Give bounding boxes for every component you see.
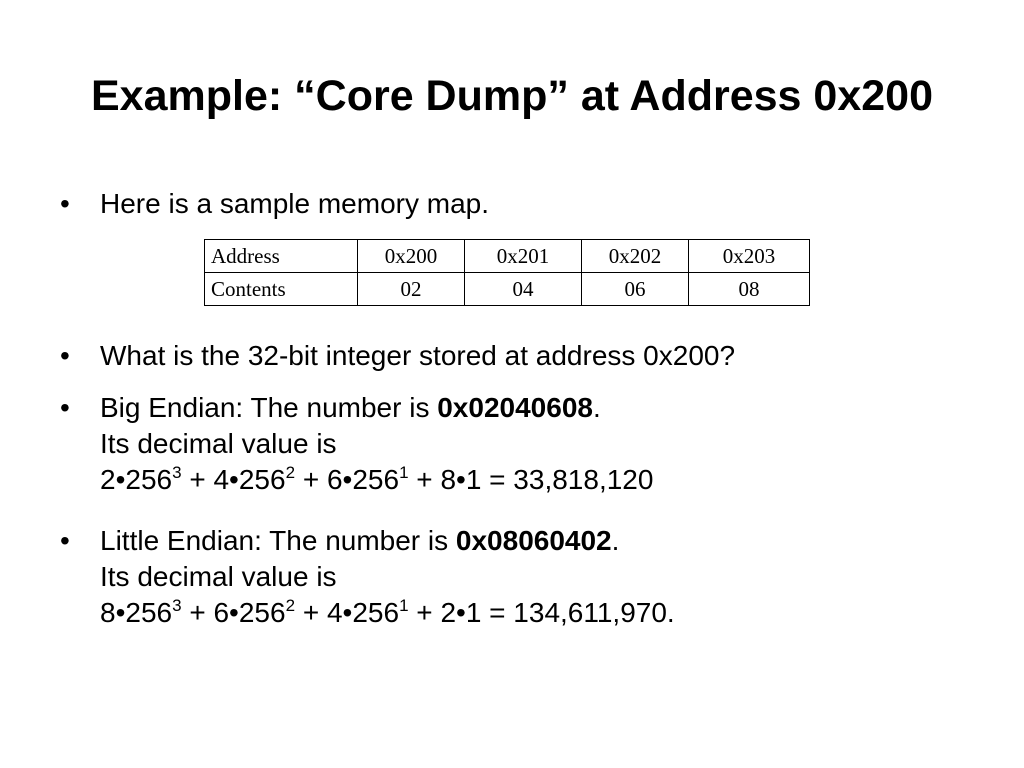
bullet-point: •: [60, 392, 70, 423]
bullet-text: Big Endian: The number is: [100, 392, 438, 423]
equation-term: 8•256: [100, 597, 173, 628]
table-cell: 08: [688, 272, 810, 306]
bullet-text: What is the 32-bit integer stored at add…: [100, 340, 736, 371]
equation-exponent: 1: [399, 463, 409, 482]
bullet-text: Little Endian: The number is: [100, 525, 456, 556]
bullet-text: Here is a sample memory map.: [100, 188, 490, 219]
bullet-sample-memory-map: • Here is a sample memory map.: [60, 186, 490, 222]
table-row-header: Contents: [204, 272, 358, 306]
equation-term: 2•256: [100, 464, 173, 495]
table-row-header: Address: [204, 239, 358, 273]
table-row-contents: Contents 02 04 06 08: [204, 272, 810, 306]
bullet-point: •: [60, 340, 70, 371]
equation-exponent: 2: [285, 463, 296, 482]
bullet-point: •: [60, 525, 70, 556]
equation-term: + 8•1 = 33,818,120: [408, 464, 654, 495]
equation-term: + 6•256: [295, 464, 400, 495]
equation-term: + 6•256: [181, 597, 286, 628]
table-cell: 06: [581, 272, 689, 306]
little-endian-line1: Little Endian: The number is 0x08060402.: [100, 523, 675, 559]
bullet-point: •: [60, 188, 70, 219]
table-cell: 04: [464, 272, 582, 306]
little-endian-equation: 8•2563 + 6•2562 + 4•2561 + 2•1 = 134,611…: [100, 595, 675, 631]
table-cell: 0x202: [581, 239, 689, 273]
table-cell: 0x203: [688, 239, 810, 273]
bullet-text: .: [592, 392, 601, 423]
table-row-address: Address 0x200 0x201 0x202 0x203: [204, 239, 810, 273]
memory-map-table: Address 0x200 0x201 0x202 0x203 Contents…: [204, 239, 810, 306]
big-endian-number: 0x02040608: [437, 392, 593, 423]
big-endian-line2: Its decimal value is: [100, 428, 337, 459]
table-cell: 0x200: [357, 239, 465, 273]
equation-term: + 4•256: [295, 597, 400, 628]
big-endian-equation: 2•2563 + 4•2562 + 6•2561 + 8•1 = 33,818,…: [100, 462, 653, 498]
equation-exponent: 3: [172, 463, 182, 482]
slide-title: Example: “Core Dump” at Address 0x200: [91, 72, 933, 120]
table-cell: 0x201: [464, 239, 582, 273]
table-cell: 02: [357, 272, 465, 306]
bullet-text: .: [611, 525, 620, 556]
big-endian-line1: Big Endian: The number is 0x02040608.: [100, 390, 653, 426]
equation-term: + 2•1 = 134,611,970.: [408, 597, 675, 628]
equation-exponent: 2: [285, 596, 296, 615]
little-endian-number: 0x08060402: [455, 525, 612, 556]
bullet-big-endian: • Big Endian: The number is 0x02040608. …: [60, 390, 653, 498]
little-endian-line2: Its decimal value is: [100, 561, 337, 592]
equation-exponent: 1: [399, 596, 409, 615]
equation-term: + 4•256: [181, 464, 286, 495]
equation-exponent: 3: [172, 596, 182, 615]
bullet-little-endian: • Little Endian: The number is 0x0806040…: [60, 523, 675, 631]
bullet-question: • What is the 32-bit integer stored at a…: [60, 338, 736, 374]
